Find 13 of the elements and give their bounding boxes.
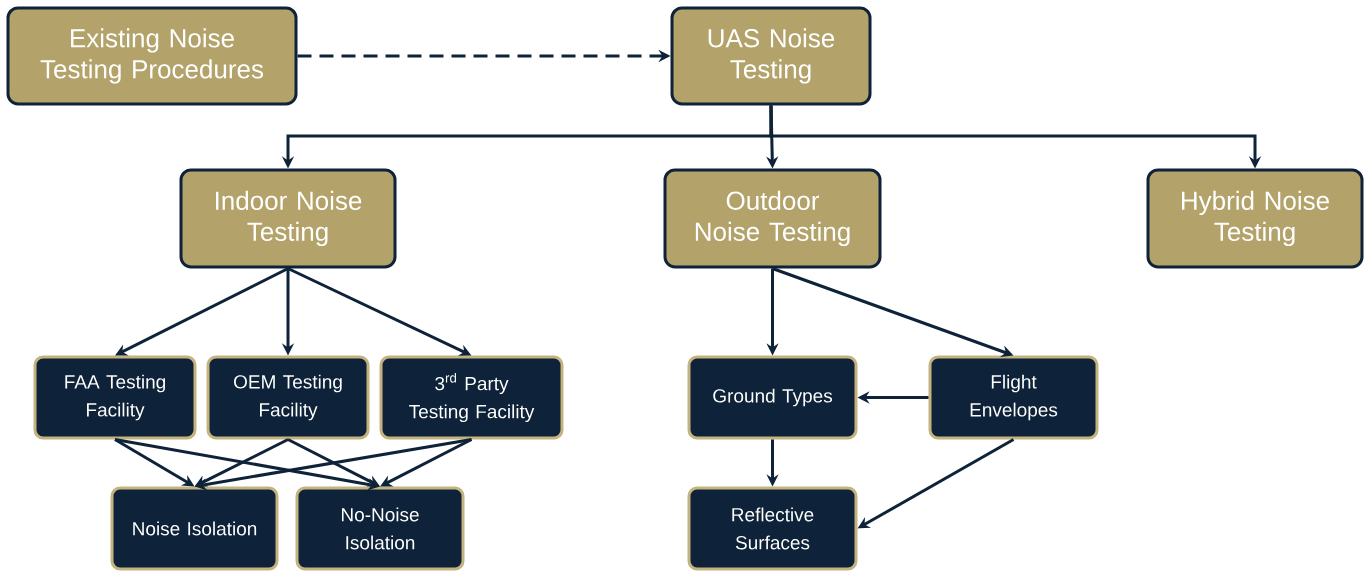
subcategory-box: OEM Testing Facility <box>206 355 370 440</box>
category-box: UAS Noise Testing <box>670 6 872 106</box>
subcategory-box: FAA Testing Facility <box>33 355 197 440</box>
subcategory-box: Noise Isolation <box>110 486 279 571</box>
category-box: Outdoor Noise Testing <box>663 168 882 269</box>
category-box: Existing Noise Testing Procedures <box>6 6 298 106</box>
category-box: Indoor Noise Testing <box>179 168 397 269</box>
subcategory-box: Reflective Surfaces <box>687 486 858 571</box>
subcategory-box: Ground Types <box>687 355 858 440</box>
subcategory-box: 3$^{rd}$ Party Testing Facility <box>379 355 564 440</box>
subcategory-box: No-Noise Isolation <box>295 486 465 571</box>
category-box: Hybrid Noise Testing <box>1146 168 1364 269</box>
subcategory-box: Flight Envelopes <box>928 355 1099 440</box>
